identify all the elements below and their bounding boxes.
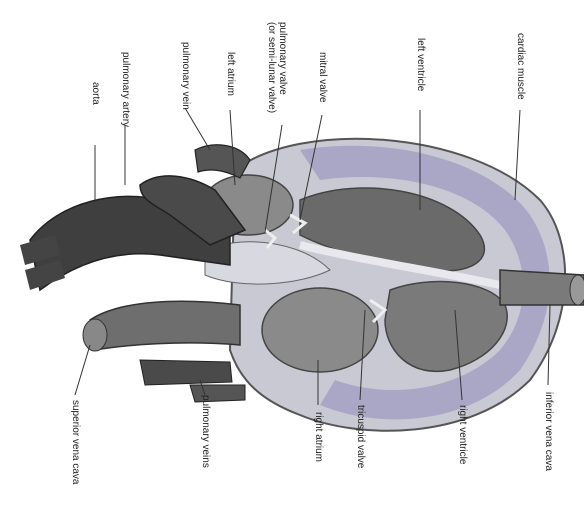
label-pulmonary-vein: pulmonary vein <box>180 42 191 110</box>
label-right-ventricle: right ventricle <box>457 405 468 464</box>
superior-vena-cava-opening <box>83 319 107 351</box>
label-inferior-vena-cava: inferior vena cava <box>543 392 554 471</box>
label-superior-vena-cava: superior vena cava <box>70 400 81 485</box>
pulmonary-veins-vessel <box>140 360 232 385</box>
inferior-vena-cava-opening <box>570 275 584 305</box>
pulmonary-veins-vessel-2 <box>190 385 245 402</box>
label-pulmonary-valve: pulmonary valve <box>277 22 288 95</box>
label-aorta: aorta <box>90 82 101 105</box>
label-pulmonary-artery: pulmonary artery <box>120 52 131 127</box>
label-mitral-valve: mitral valve <box>317 52 328 103</box>
label-cardiac-muscle: cardiac muscle <box>515 33 526 100</box>
label-left-atrium: left atrium <box>225 52 236 96</box>
label-pulmonary-veins: pulmonary veins <box>200 395 211 468</box>
label-pulmonary-valve-main: pulmonary valve <box>277 22 288 95</box>
label-left-ventricle: left ventricle <box>415 38 426 91</box>
label-pulmonary-valve-sub: (or semi-lunar valve) <box>266 22 277 113</box>
superior-vena-cava-vessel <box>90 301 240 350</box>
label-tricuspid-valve: tricuspid valve <box>355 405 366 468</box>
pulmonary-vein-vessel <box>195 145 250 178</box>
right-atrium-chamber <box>262 288 378 372</box>
label-right-atrium: right atrium <box>313 412 324 462</box>
